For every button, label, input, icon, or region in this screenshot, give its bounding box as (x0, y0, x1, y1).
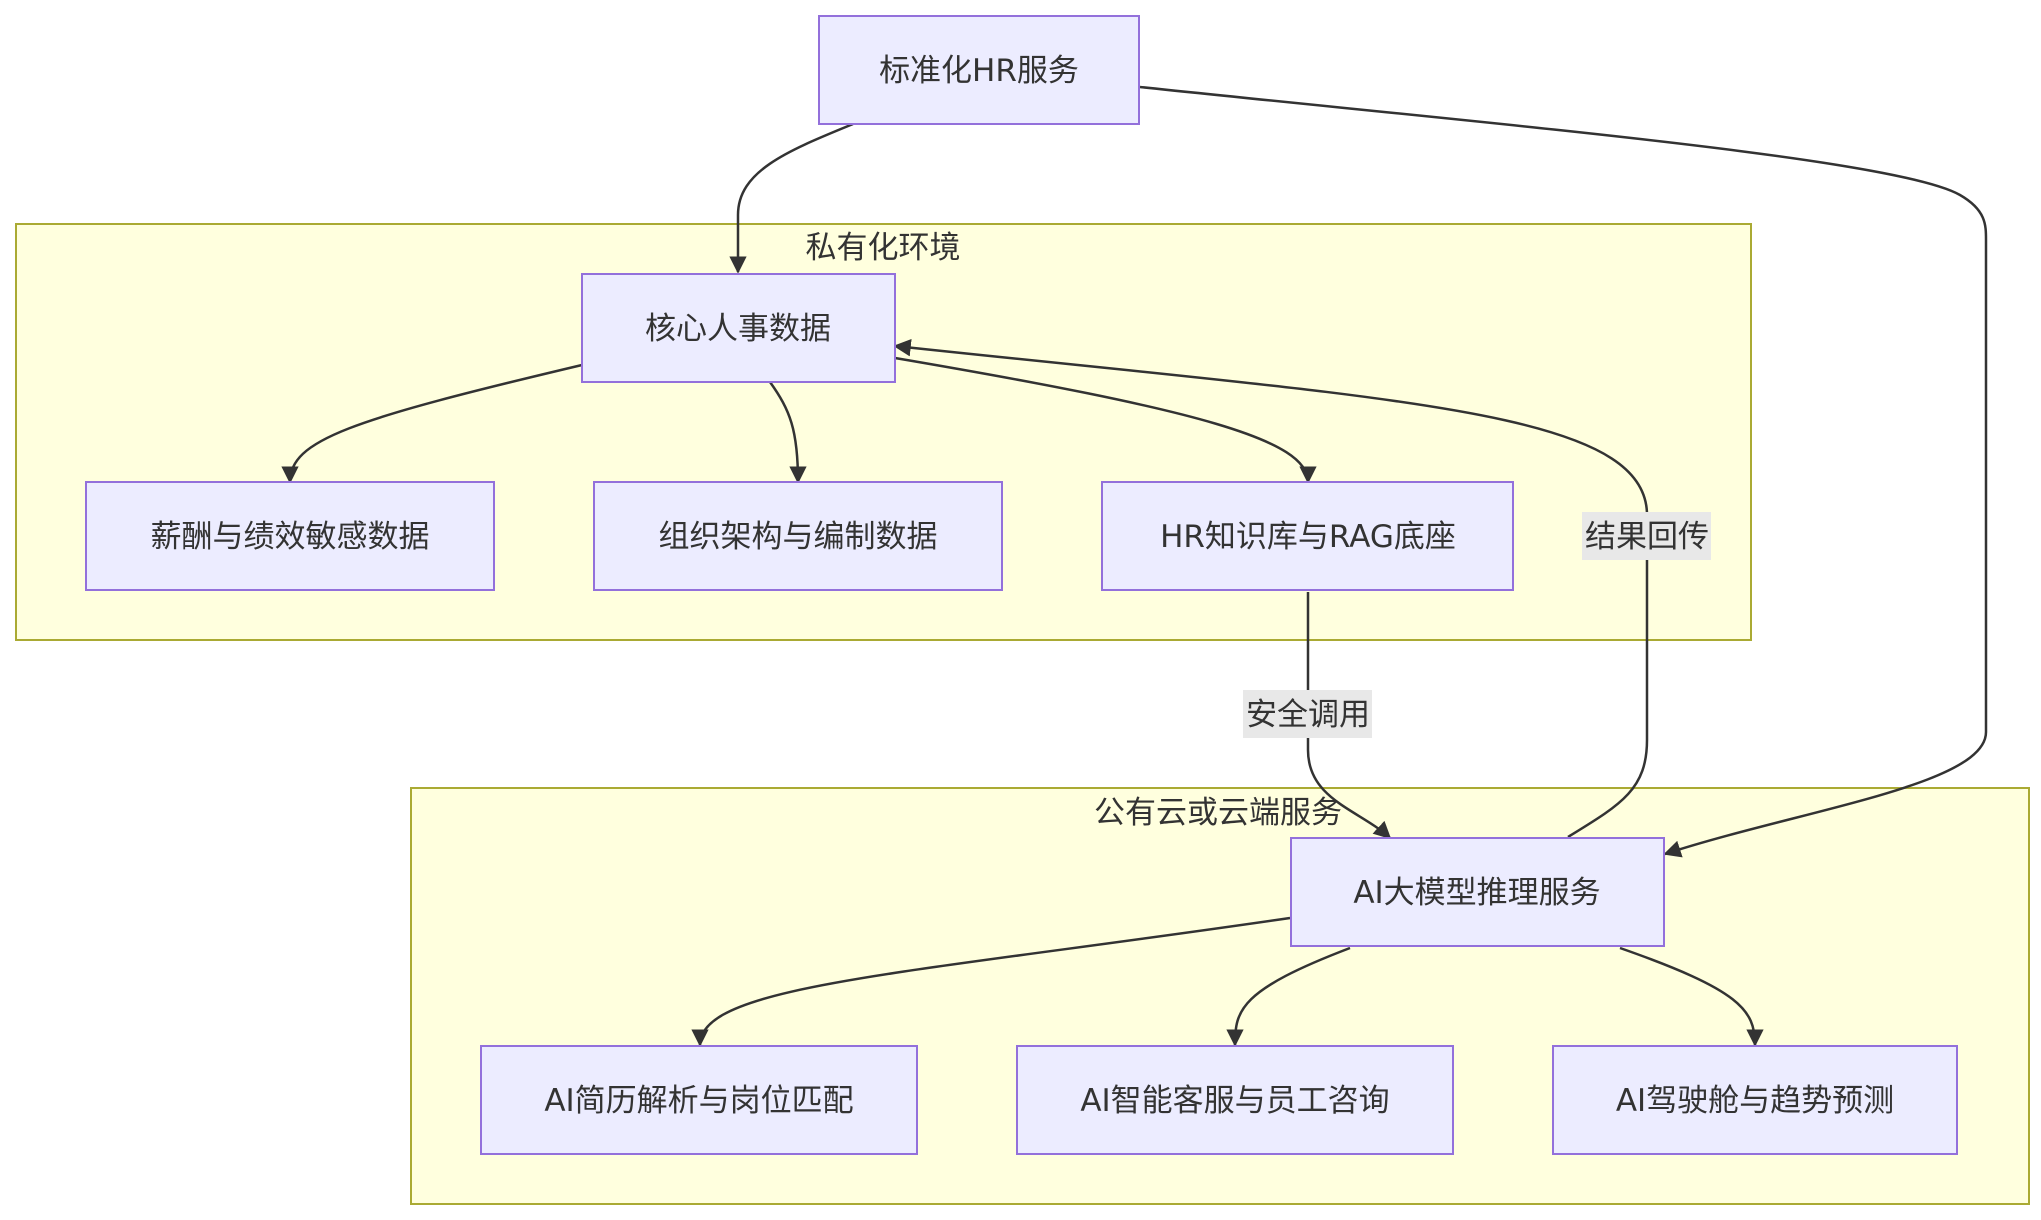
cluster-private-title: 私有化环境 (806, 230, 961, 266)
cluster-cloud-title: 公有云或云端服务 (1094, 795, 1342, 831)
node-standard-hr-service[interactable]: 标准化HR服务 (818, 15, 1140, 125)
node-org-structure-data-label: 组织架构与编制数据 (659, 519, 938, 555)
edge-ai-to-cockpit (1619, 946, 1764, 1047)
edge-label-secure-call-text: 安全调用 (1246, 697, 1370, 733)
node-ai-resume-matching[interactable]: AI简历解析与岗位匹配 (480, 1045, 918, 1155)
node-ai-inference-service-label: AI大模型推理服务 (1353, 875, 1600, 911)
node-ai-cockpit-forecast[interactable]: AI驾驶舱与趋势预测 (1552, 1045, 1958, 1155)
node-hr-knowledge-base-label: HR知识库与RAG底座 (1160, 519, 1456, 555)
node-org-structure-data[interactable]: 组织架构与编制数据 (593, 481, 1003, 591)
edge-kb-to-ai (1306, 592, 1392, 840)
edge-core-to-salary (281, 363, 583, 484)
edge-label-result-return: 结果回传 (1582, 512, 1711, 560)
node-salary-performance-data-label: 薪酬与绩效敏感数据 (151, 519, 430, 555)
node-ai-customer-service[interactable]: AI智能客服与员工咨询 (1016, 1045, 1454, 1155)
node-core-hr-data-label: 核心人事数据 (645, 311, 831, 347)
edge-ai-to-resume (691, 916, 1291, 1047)
edge-label-result-return-text: 结果回传 (1585, 519, 1709, 555)
edge-core-to-org (768, 381, 807, 484)
edge-label-secure-call: 安全调用 (1243, 690, 1372, 738)
edge-ai-to-core (893, 338, 1649, 839)
edge-std-to-ai (1139, 85, 1988, 858)
node-ai-customer-service-label: AI智能客服与员工咨询 (1080, 1083, 1389, 1119)
node-salary-performance-data[interactable]: 薪酬与绩效敏感数据 (85, 481, 495, 591)
node-hr-knowledge-base[interactable]: HR知识库与RAG底座 (1101, 481, 1514, 591)
edge-std-to-core (729, 122, 854, 274)
node-ai-cockpit-forecast-label: AI驾驶舱与趋势预测 (1616, 1083, 1894, 1119)
node-core-hr-data[interactable]: 核心人事数据 (581, 273, 896, 383)
node-ai-resume-matching-label: AI简历解析与岗位匹配 (544, 1083, 853, 1119)
edge-core-to-kb (894, 356, 1317, 484)
edge-ai-to-service (1226, 946, 1351, 1047)
node-ai-inference-service[interactable]: AI大模型推理服务 (1290, 837, 1665, 947)
node-standard-hr-service-label: 标准化HR服务 (879, 53, 1079, 89)
